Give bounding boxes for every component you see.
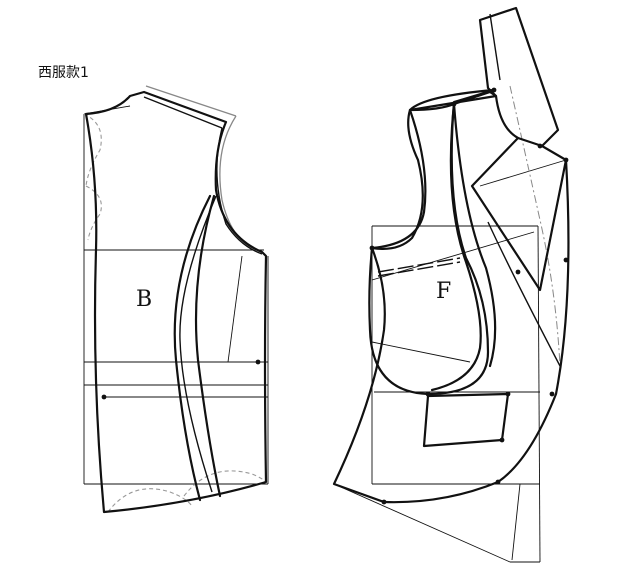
back-side-seam-3 xyxy=(179,195,217,493)
front-center-reference-line xyxy=(509,85,561,367)
front-princess-seam-2 xyxy=(452,102,497,368)
back-armhole-inner-line xyxy=(216,127,263,255)
front-outline xyxy=(368,88,496,396)
front-edge-hem xyxy=(332,158,570,504)
pattern-title: 西服款1 xyxy=(38,65,89,81)
back-hem-dashed-arc-right xyxy=(183,470,267,497)
front-collar-stand-line xyxy=(489,13,501,81)
front-panel: F xyxy=(332,6,570,563)
back-side-seam-2 xyxy=(194,194,222,498)
front-panel-label: F xyxy=(436,279,451,304)
front-bust-line-1 xyxy=(377,257,461,273)
back-shoulder-inner-line xyxy=(143,96,223,129)
back-dashed-arc-lower xyxy=(85,185,102,241)
front-lapel-edge xyxy=(470,136,568,292)
back-panel-label: B xyxy=(136,287,152,312)
back-construction-lines xyxy=(83,105,269,485)
front-princess-seam-1 xyxy=(430,102,482,392)
back-armhole-offset-line xyxy=(219,115,263,253)
front-construction-lines xyxy=(333,159,567,563)
front-bust-line-2 xyxy=(377,261,461,277)
front-pocket xyxy=(422,392,510,448)
back-side-seam-1 xyxy=(173,194,212,502)
back-shoulder-offset-line xyxy=(145,85,237,117)
back-panel: B xyxy=(83,85,269,514)
back-hem-dashed-arc-left xyxy=(107,488,193,513)
front-armhole xyxy=(370,108,424,250)
back-dashed-arc-upper xyxy=(83,113,102,187)
front-dart-line xyxy=(487,221,561,367)
